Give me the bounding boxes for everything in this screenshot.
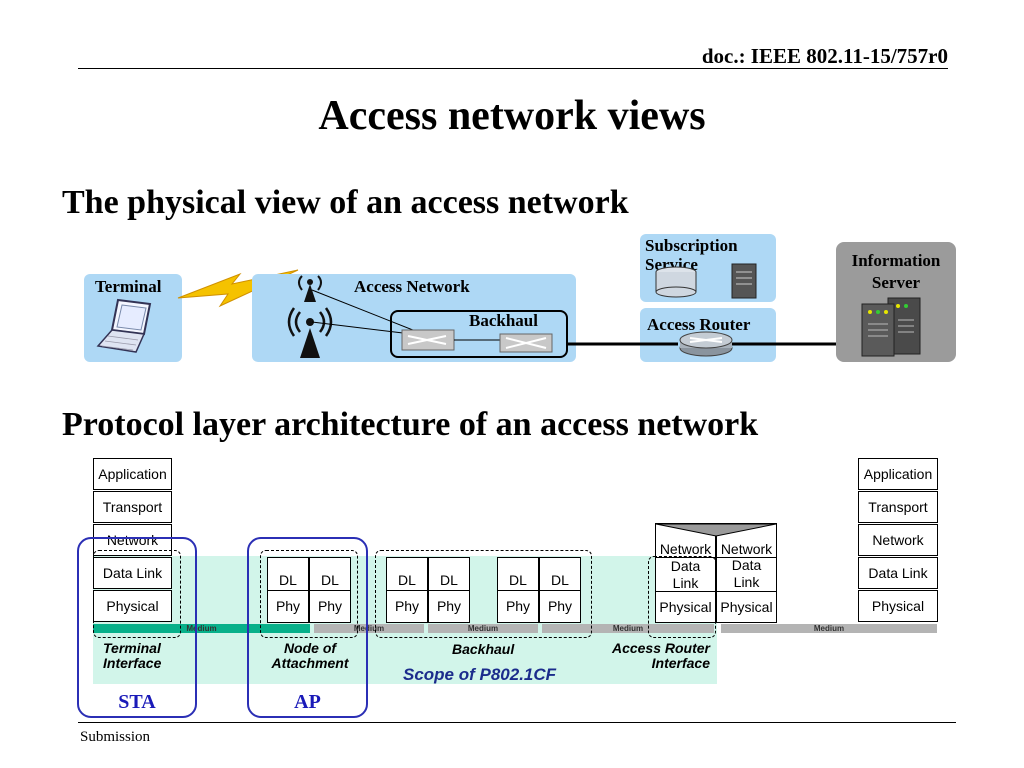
right-application: Application xyxy=(858,458,938,490)
access-router-label: Access Router xyxy=(647,315,751,334)
right-datalink: Data Link xyxy=(858,557,938,589)
terminal-interface-label: Terminal Interface xyxy=(103,640,162,671)
bridge1-phy-left: Phy xyxy=(394,598,420,614)
database-icon xyxy=(655,263,757,299)
terminal-label: Terminal xyxy=(95,277,162,296)
ap-phy-right: Phy xyxy=(317,598,343,614)
router-bridge-shape xyxy=(655,523,777,537)
backhaul-label: Backhaul xyxy=(469,311,538,330)
bridge2-divider xyxy=(497,590,581,591)
backbone-link xyxy=(568,342,856,346)
doc-id: doc.: IEEE 802.11-15/757r0 xyxy=(701,44,948,68)
antenna-icon xyxy=(287,275,333,358)
router-physical-left: Physical xyxy=(659,599,712,615)
left-application: Application xyxy=(93,458,172,490)
ap-phy-left: Phy xyxy=(275,598,301,614)
router-datalink-right: Data Link xyxy=(731,557,762,590)
router-left-column xyxy=(655,523,716,623)
medium-bar-wireless: Medium xyxy=(93,624,310,633)
medium-bar-4: Medium xyxy=(721,624,937,633)
scope-label: Scope of P802.1CF xyxy=(403,665,557,684)
right-network: Network xyxy=(858,524,938,556)
bridge2-phy-left: Phy xyxy=(505,598,531,614)
router-network-right: Network xyxy=(720,541,773,557)
ap-divider xyxy=(267,590,351,591)
footer-label: Submission xyxy=(80,729,151,745)
bridge2-dl-right: DL xyxy=(551,572,569,588)
bridge1-dl-left: DL xyxy=(398,572,416,588)
backhaul-interface-label: Backhaul xyxy=(452,641,515,657)
switch-icon xyxy=(401,329,553,353)
router-divider-1 xyxy=(655,557,777,558)
medium-bar-3: Medium xyxy=(542,624,714,633)
bridge2-dl-left: DL xyxy=(509,572,527,588)
ap-dl-left: DL xyxy=(279,572,297,588)
bridge1-divider xyxy=(386,590,470,591)
right-physical: Physical xyxy=(858,590,938,622)
protocol-view-heading: Protocol layer architecture of an access… xyxy=(62,406,759,443)
router-interface-box xyxy=(648,556,716,638)
footer-rule xyxy=(78,722,956,723)
ap-label: AP xyxy=(294,691,321,713)
backhaul-box xyxy=(390,310,568,358)
laptop-icon xyxy=(96,298,152,353)
backhaul-box-dashed xyxy=(375,550,592,638)
router-physical-right: Physical xyxy=(720,599,773,615)
server-icon xyxy=(861,297,921,357)
access-router-interface-label: Access Router Interface xyxy=(611,640,710,671)
bridge1-dl-right: DL xyxy=(440,572,458,588)
access-network-label: Access Network xyxy=(354,277,470,296)
bridge2-phy-right: Phy xyxy=(547,598,573,614)
ap-dl-right: DL xyxy=(321,572,339,588)
medium-bar-2: Medium xyxy=(428,624,538,633)
router-right-column xyxy=(716,523,777,623)
medium-bar-1: Medium xyxy=(314,624,424,633)
router-network-left: Network xyxy=(659,541,712,557)
header-rule xyxy=(78,68,948,69)
sta-label: STA xyxy=(118,691,156,713)
terminal-interface-box xyxy=(93,550,181,638)
node-attachment-box xyxy=(260,550,358,638)
information-server-label: Information Server xyxy=(851,251,941,292)
right-transport: Transport xyxy=(858,491,938,523)
ap-box xyxy=(247,537,368,718)
bridge1-phy-right: Phy xyxy=(436,598,462,614)
node-of-attachment-label: Node of Attachment xyxy=(271,640,349,671)
slide-title: Access network views xyxy=(318,93,706,139)
router-icon xyxy=(679,331,733,357)
left-transport: Transport xyxy=(93,491,172,523)
router-divider-2 xyxy=(655,591,777,592)
router-datalink-left: Data Link xyxy=(670,558,701,591)
physical-view-heading: The physical view of an access network xyxy=(62,184,629,221)
sta-box xyxy=(77,537,197,718)
left-physical: Physical xyxy=(93,590,172,622)
